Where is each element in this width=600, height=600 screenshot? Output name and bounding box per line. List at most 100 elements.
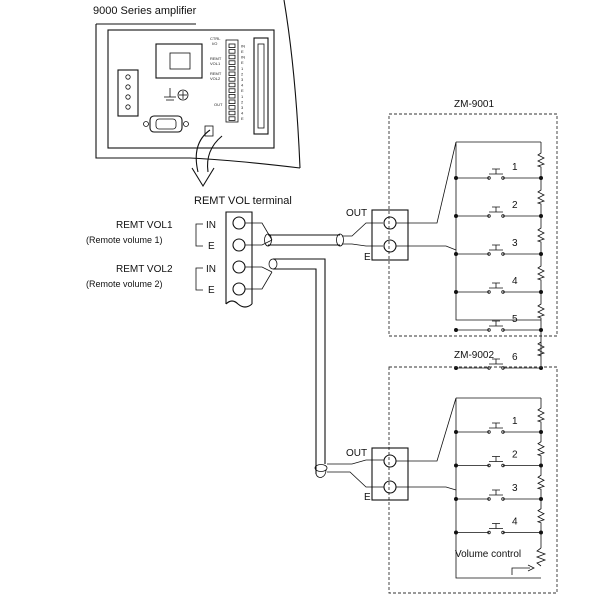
zm9002-terminal-block bbox=[371, 447, 409, 501]
switch-contact bbox=[487, 252, 491, 256]
control-terminal-pin bbox=[228, 94, 236, 99]
switch-number: 3 bbox=[512, 483, 518, 494]
control-terminal-pin-label: 4 bbox=[241, 83, 244, 88]
option-card-slot bbox=[253, 37, 269, 135]
zm9002-model: ZM-9002 bbox=[454, 350, 494, 361]
control-terminal-pin bbox=[228, 88, 236, 93]
control-terminal-pin bbox=[228, 43, 236, 48]
switch-number: 1 bbox=[512, 162, 518, 173]
switch-1: 1 bbox=[454, 162, 543, 180]
panel-label: VOL1 bbox=[210, 61, 221, 66]
zm9002-e-label: E bbox=[364, 492, 371, 503]
switch-4: 4 bbox=[454, 276, 543, 294]
control-terminal-pin bbox=[228, 77, 236, 82]
control-terminal-pin bbox=[228, 71, 236, 76]
zm9001-common-wire bbox=[396, 141, 541, 321]
control-terminal-pin bbox=[228, 49, 236, 54]
switch-3: 3 bbox=[454, 238, 543, 256]
switch-contact bbox=[501, 497, 505, 501]
switch-3: 3 bbox=[454, 483, 543, 501]
zm9001-model: ZM-9001 bbox=[454, 99, 494, 110]
switch-number: 4 bbox=[512, 276, 518, 287]
switch-contact bbox=[501, 252, 505, 256]
switch-contact bbox=[487, 328, 491, 332]
amplifier-body-outline bbox=[95, 24, 301, 169]
control-terminal-pin-label: E bbox=[241, 60, 244, 65]
control-terminal-pin-label: IN bbox=[241, 55, 245, 60]
switch-1: 1 bbox=[454, 416, 543, 434]
switch-contact bbox=[501, 430, 505, 434]
panel-label: REMT bbox=[210, 56, 222, 61]
switch-number: 2 bbox=[512, 450, 518, 461]
group-name-vol2: REMT VOL2 bbox=[116, 264, 173, 275]
group-desc-vol2: (Remote volume 2) bbox=[86, 279, 163, 289]
volume-control-wiper bbox=[511, 567, 530, 575]
ac-inlet-socket bbox=[169, 52, 191, 70]
control-terminal-pin-label: 3 bbox=[241, 77, 244, 82]
push-switch-icon bbox=[489, 422, 503, 429]
switch-number: 5 bbox=[512, 314, 518, 325]
terminal-screw-vol2-e bbox=[232, 282, 246, 296]
switch-contact bbox=[501, 463, 505, 468]
control-terminal-pin bbox=[228, 66, 236, 71]
push-switch-icon bbox=[489, 206, 503, 213]
zm9001-screw-e bbox=[383, 239, 397, 253]
switch-number: 2 bbox=[512, 200, 518, 211]
panel-label: I/O bbox=[212, 41, 217, 46]
speaker-screw bbox=[125, 84, 131, 90]
control-terminal-block: CTRL I/O REMT VOL1 REMT VOL2 OUT INEINE1… bbox=[210, 36, 245, 123]
switch-contact bbox=[501, 328, 505, 332]
push-switch-icon bbox=[489, 489, 503, 496]
switch-contact bbox=[487, 214, 491, 218]
switch-4: 4 bbox=[454, 517, 543, 535]
switch-contact bbox=[501, 176, 505, 180]
switch-contact bbox=[487, 176, 491, 180]
terminal-screw-vol1-in bbox=[232, 216, 246, 230]
switch-contact bbox=[487, 463, 491, 468]
ground-icon bbox=[164, 88, 189, 101]
switch-contact bbox=[501, 290, 505, 294]
zm9002-out-label: OUT bbox=[346, 448, 367, 459]
control-terminal-pin-label: 2 bbox=[241, 99, 244, 104]
push-switch-icon bbox=[489, 456, 503, 462]
control-terminal-pin bbox=[228, 82, 236, 88]
zm9001-panel: ZM-9001 OUT E 1 2 3 4 5 6 bbox=[346, 99, 558, 370]
zm9001-e-wire bbox=[396, 245, 457, 251]
terminal-title: REMT VOL terminal bbox=[194, 195, 292, 207]
push-switch-icon bbox=[489, 168, 503, 175]
switch-number: 6 bbox=[512, 352, 518, 363]
terminal-screw-vol2-in bbox=[232, 260, 246, 274]
speaker-terminal-strip bbox=[117, 69, 139, 117]
control-terminal-pin-label: 2 bbox=[241, 71, 244, 76]
control-terminal-pin-label: IN bbox=[241, 43, 245, 48]
switch-contact bbox=[487, 290, 491, 294]
switch-5: 5 bbox=[454, 314, 543, 332]
switch-number: 3 bbox=[512, 238, 518, 249]
zm9001-e-label: E bbox=[364, 252, 371, 263]
zm9001-dashed-outline bbox=[388, 113, 558, 337]
push-switch-icon bbox=[489, 320, 503, 327]
remt-vol-terminal: REMT VOL terminal REMT VOL1 (Remote volu… bbox=[86, 195, 292, 308]
speaker-screw bbox=[125, 94, 131, 100]
zm9001-screw-out bbox=[383, 216, 397, 230]
switch-contact bbox=[501, 214, 505, 218]
amplifier-title: 9000 Series amplifier bbox=[93, 5, 197, 17]
push-switch-icon bbox=[489, 358, 503, 365]
control-terminal-pin bbox=[228, 116, 236, 121]
control-terminal-pin-label: E bbox=[241, 88, 244, 93]
zm9001-terminal-block bbox=[371, 209, 409, 261]
dsub-connector bbox=[143, 115, 189, 133]
resistor-chain bbox=[536, 398, 546, 548]
panel-label: VOL2 bbox=[210, 76, 221, 81]
switch-contact bbox=[487, 497, 491, 501]
control-terminal-pin-label: E bbox=[241, 49, 244, 54]
switch-contact bbox=[501, 530, 505, 535]
amplifier-rear-panel bbox=[107, 29, 275, 149]
ac-inlet bbox=[155, 43, 203, 79]
terminal-block-outline bbox=[225, 211, 253, 304]
group-bracket-vol1 bbox=[195, 223, 203, 247]
zm9002-e-wire bbox=[396, 486, 457, 491]
terminal-block-break bbox=[225, 300, 253, 308]
zm9001-out-label: OUT bbox=[346, 208, 367, 219]
